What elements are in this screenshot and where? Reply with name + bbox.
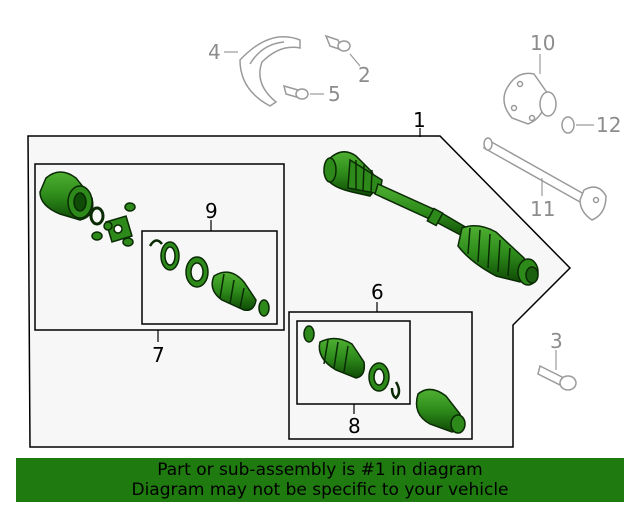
callout-6: 6: [371, 280, 384, 304]
callout-7: 7: [152, 343, 165, 367]
callout-10: 10: [530, 31, 555, 55]
assembly-1-outline: [27, 135, 572, 448]
bolt-part-2: [324, 34, 351, 52]
subassembly-7-box: [34, 163, 285, 331]
banner-line-1: Part or sub-assembly is #1 in diagram: [157, 460, 483, 480]
heat-shield-part-4: [239, 36, 301, 107]
callout-1: 1: [413, 108, 426, 132]
flange-part-10: [503, 72, 557, 125]
outer-joint-parts: [39, 171, 136, 247]
axle-shaft-assembly: [323, 151, 539, 286]
outer-boot-kit-parts: [148, 239, 270, 317]
bolt-part-5: [282, 84, 309, 100]
disclaimer-banner: Part or sub-assembly is #1 in diagram Di…: [16, 458, 624, 502]
inner-joint-parts: [415, 388, 466, 434]
callout-2-leader: [349, 53, 361, 67]
callout-5: 5: [328, 82, 341, 106]
ring-part-12: [561, 116, 575, 134]
shaft-part-11: [483, 137, 607, 221]
callout-2: 2: [358, 63, 371, 87]
callout-8: 8: [348, 414, 361, 438]
callout-11: 11: [530, 197, 555, 221]
banner-line-2: Diagram may not be specific to your vehi…: [131, 480, 509, 500]
callout-3: 3: [550, 329, 563, 353]
callout-4: 4: [208, 40, 221, 64]
inner-boot-kit-parts: [303, 325, 401, 400]
callout-9: 9: [205, 199, 218, 223]
subassembly-9-box: [141, 230, 278, 325]
bolt-part-3: [537, 364, 577, 391]
subassembly-6-box: [288, 311, 473, 440]
callout-12: 12: [596, 113, 621, 137]
